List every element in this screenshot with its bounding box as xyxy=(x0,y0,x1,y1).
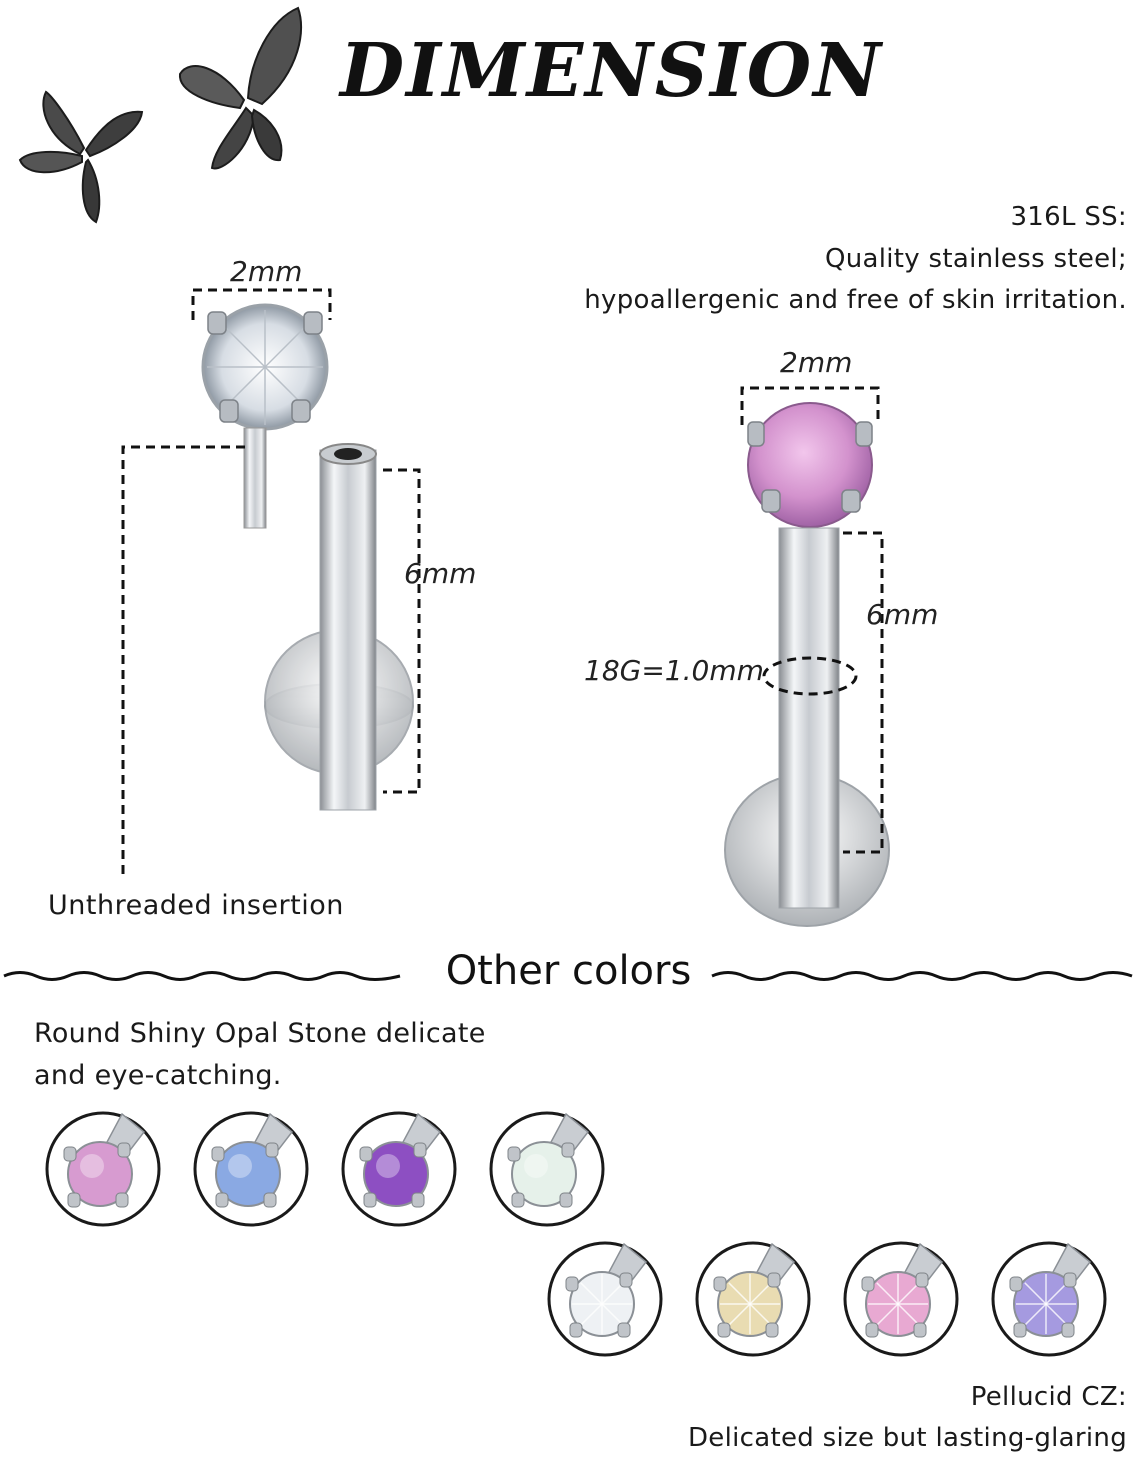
left-piece-illustration xyxy=(0,250,560,950)
white-opal-swatch xyxy=(488,1110,605,1227)
insertion-label: Unthreaded insertion xyxy=(48,890,344,921)
right-bar-length-label: 6mm xyxy=(866,598,939,631)
butterfly-decoration xyxy=(0,0,320,230)
other-colors-title: Other colors xyxy=(445,948,692,994)
left-bar-length-label: 6mm xyxy=(404,557,477,590)
gauge-label: 18G=1.0mm xyxy=(584,654,764,687)
section-divider xyxy=(0,955,1137,995)
champagne-cz-swatch xyxy=(694,1240,811,1357)
material-line-2: Quality stainless steel; xyxy=(824,244,1127,274)
left-stone-width-label: 2mm xyxy=(230,255,303,288)
material-line-3: hypoallergenic and free of skin irritati… xyxy=(584,285,1127,315)
page-title: DIMENSION xyxy=(340,28,883,114)
purple-opal-swatch xyxy=(340,1110,457,1227)
cz-description-line-1: Pellucid CZ: xyxy=(970,1382,1127,1412)
pink-opal-swatch xyxy=(44,1110,161,1227)
opal-description-line-1: Round Shiny Opal Stone delicate xyxy=(34,1018,486,1049)
right-stone-width-label: 2mm xyxy=(780,346,853,379)
cz-description-line-2: Delicated size but lasting-glaring xyxy=(687,1423,1127,1453)
blue-opal-swatch xyxy=(192,1110,309,1227)
right-piece-illustration xyxy=(560,340,1137,940)
lavender-cz-swatch xyxy=(990,1240,1107,1357)
pink-cz-swatch xyxy=(842,1240,959,1357)
material-line-1: 316L SS: xyxy=(1010,202,1127,232)
opal-description-line-2: and eye-catching. xyxy=(34,1060,282,1091)
clear-cz-swatch xyxy=(546,1240,663,1357)
